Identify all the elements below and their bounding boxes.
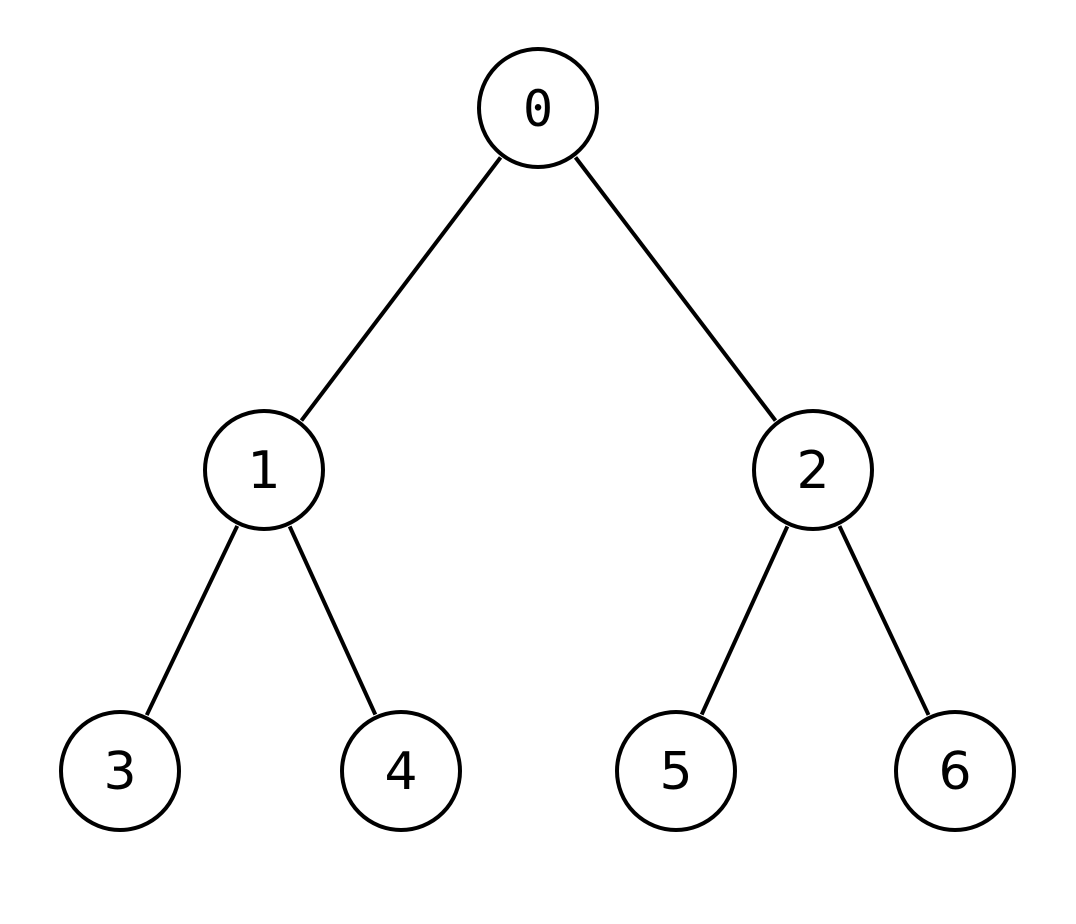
node-circle[interactable] [615,710,737,832]
node-label: 1 [247,441,280,501]
node-label: 6 [938,742,971,802]
tree-edge [573,156,778,422]
node-label: 5 [659,742,692,802]
tree-node-3[interactable]: 3 [59,710,181,832]
tree-node-0[interactable]: 0 [477,47,599,169]
node-label: 3 [103,742,136,802]
node-circle[interactable] [477,47,599,169]
node-circle[interactable] [59,710,181,832]
node-label: 2 [796,441,829,501]
tree-edge [144,525,240,716]
node-circle[interactable] [340,710,462,832]
edges-layer [144,156,931,716]
tree-node-6[interactable]: 6 [894,710,1016,832]
tree-node-1[interactable]: 1 [203,409,325,531]
nodes-layer: 0 1 2 3 4 5 6 [59,47,1016,832]
node-label: 0 [523,80,553,138]
tree-edge [287,525,378,716]
tree-edge [837,525,931,716]
tree-edge [699,525,790,716]
node-circle[interactable] [894,710,1016,832]
node-label: 4 [384,742,417,802]
tree-node-2[interactable]: 2 [752,409,874,531]
node-circle[interactable] [203,409,325,531]
tree-node-5[interactable]: 5 [615,710,737,832]
tree-edge [299,156,503,422]
node-circle[interactable] [752,409,874,531]
tree-node-4[interactable]: 4 [340,710,462,832]
